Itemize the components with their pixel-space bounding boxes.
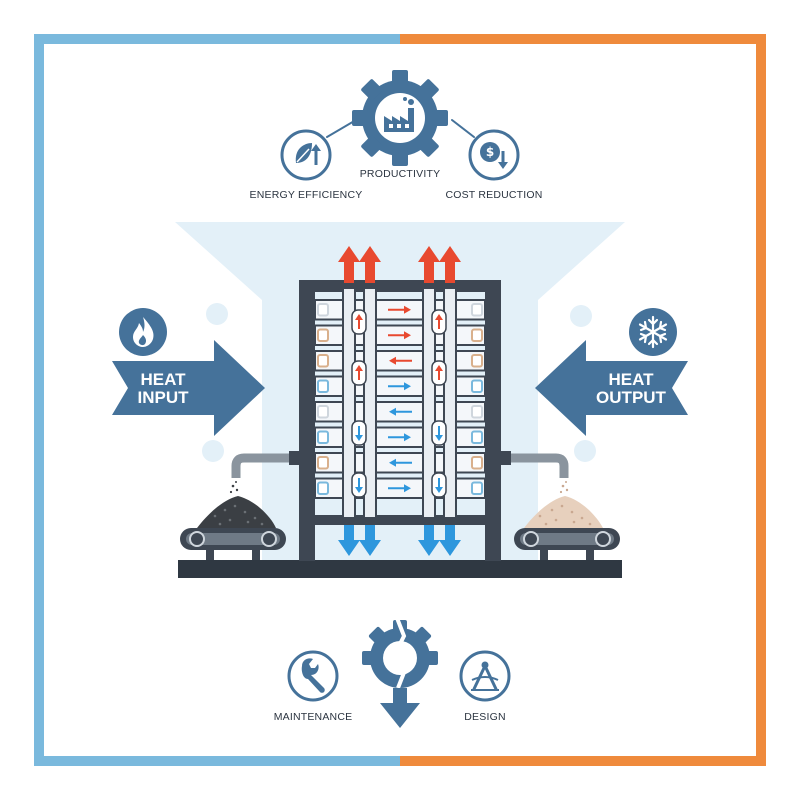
- tube-flow-arrow: [431, 309, 447, 335]
- frame-border: [34, 34, 766, 766]
- heat-exchanger: [299, 280, 501, 561]
- flow-arrow: [388, 305, 411, 314]
- heat-output-label: HEAT OUTPUT: [596, 371, 666, 407]
- flow-arrow: [389, 356, 412, 365]
- heat-output-arrow: [535, 340, 688, 436]
- exchanger-plate: [314, 477, 486, 499]
- tube-flow-arrow: [351, 472, 367, 498]
- flow-arrow: [388, 433, 411, 442]
- diagram-frame: [34, 34, 766, 766]
- hot-outlet-arrows: [338, 246, 461, 283]
- flame-icon: [119, 308, 167, 356]
- exchanger-tube: [363, 287, 377, 519]
- heat-input-label: HEAT INPUT: [138, 371, 189, 407]
- exchanger-plate: [314, 299, 486, 321]
- cost-reduction-label: COST REDUCTION: [445, 189, 543, 201]
- flow-arrow: [388, 382, 411, 391]
- tube-flow-arrow: [351, 309, 367, 335]
- flow-arrow: [388, 331, 411, 340]
- heat-output-line1: HEAT: [608, 370, 654, 389]
- factory-gear-icon: [352, 70, 448, 166]
- heat-output-line2: OUTPUT: [596, 388, 666, 407]
- heat-input-arrow: [112, 340, 265, 436]
- cold-outlet-arrows: [338, 525, 461, 556]
- flow-arrow: [389, 407, 412, 416]
- energy-efficiency-label: ENERGY EFFICIENCY: [249, 189, 363, 201]
- snowflake-icon: [629, 308, 677, 356]
- tube-flow-arrow: [431, 360, 447, 386]
- exchanger-plate: [314, 426, 486, 448]
- tube-flow-arrow: [431, 420, 447, 446]
- productivity-label: PRODUCTIVITY: [359, 168, 441, 180]
- leaf-up-arrow-icon: [280, 129, 332, 181]
- base-platform: [178, 560, 622, 578]
- exchanger-plate: [314, 324, 486, 346]
- flow-arrow: [389, 458, 412, 467]
- exchanger-plate: [314, 350, 486, 372]
- tube-flow-arrow: [351, 420, 367, 446]
- exchanger-plate: [314, 452, 486, 474]
- right-conveyor: [501, 451, 620, 560]
- flow-arrow: [388, 484, 411, 493]
- drafting-compass-icon: [459, 650, 511, 702]
- exchanger-tube: [443, 287, 457, 519]
- exchanger-tube: [342, 287, 356, 519]
- tube-flow-arrow: [431, 472, 447, 498]
- dollar-down-arrow-icon: $: [468, 129, 520, 181]
- svg-text:$: $: [486, 145, 494, 159]
- exchanger-tube: [422, 287, 436, 519]
- broken-gear-down-arrow-icon: [362, 617, 438, 728]
- tube-flow-arrow: [351, 360, 367, 386]
- left-conveyor: [180, 451, 299, 560]
- maintenance-label: MAINTENANCE: [273, 711, 353, 723]
- design-label: DESIGN: [464, 711, 506, 723]
- wrench-icon: [287, 650, 339, 702]
- exchanger-plate: [314, 401, 486, 423]
- heat-input-line2: INPUT: [137, 388, 189, 407]
- exchanger-plate: [314, 375, 486, 397]
- heat-input-line1: HEAT: [140, 370, 186, 389]
